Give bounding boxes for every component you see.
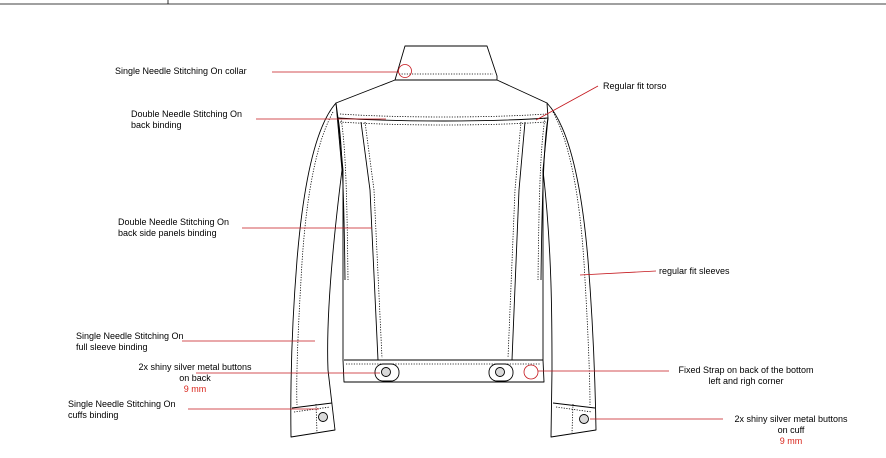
callout-collar: Single Needle Stitching On collar [115, 66, 247, 77]
callout-cuffs-binding-line1: Single Needle Stitching On [68, 399, 176, 409]
right-sleeve [542, 102, 597, 438]
callout-cuffs-binding: Single Needle Stitching On cuffs binding [68, 399, 176, 421]
callout-side-panels-line1: Double Needle Stitching On [118, 217, 230, 227]
right-panel-seam [511, 121, 526, 361]
callout-cuff-buttons: 2x shiny silver metal buttons on cuff 9 … [724, 414, 858, 447]
callout-cuff-buttons-line2: on cuff [777, 425, 805, 435]
callout-back-buttons-line1: 2x shiny silver metal buttons [138, 362, 252, 372]
callout-back-buttons-line2: on back [179, 373, 211, 383]
callout-collar-text: Single Needle Stitching On collar [115, 66, 247, 76]
right-back-button [495, 367, 505, 377]
callout-strap: Fixed Strap on back of the bottom left a… [668, 365, 824, 387]
left-cuff-button [318, 412, 328, 422]
callout-back-binding-line2: back binding [131, 120, 182, 130]
left-cuff-seam [291, 402, 333, 409]
callout-back-binding-line1: Double Needle Stitching On [131, 109, 243, 119]
buttons [318, 367, 589, 424]
jacket-back-drawing [290, 45, 597, 438]
callout-cuff-buttons-line1: 2x shiny silver metal buttons [734, 414, 848, 424]
strap-callout-circle [523, 364, 539, 380]
callout-back-buttons-size: 9 mm [183, 384, 207, 394]
callout-torso: Regular fit torso [603, 81, 667, 92]
callout-side-panels: Double Needle Stitching On back side pan… [118, 217, 229, 239]
left-sleeve [290, 102, 343, 438]
callout-strap-line2: left and righ corner [708, 376, 784, 386]
left-sleeve-stitch [296, 111, 334, 406]
left-cuff-stitch [293, 406, 331, 413]
right-cuff-seam [552, 402, 596, 409]
stitching-lines [293, 73, 593, 434]
callout-sleeves: regular fit sleeves [659, 266, 730, 277]
callout-sleeve-binding-line1: Single Needle Stitching On [76, 331, 184, 341]
callout-sleeve-binding-line2: full sleeve binding [76, 342, 148, 352]
header-frame [0, 0, 886, 5]
callout-sleeve-binding: Single Needle Stitching On full sleeve b… [76, 331, 184, 353]
callout-back-binding: Double Needle Stitching On back binding [131, 109, 242, 131]
callout-side-panels-line2: back side panels binding [118, 228, 217, 238]
left-armhole [337, 117, 346, 281]
callout-back-buttons: 2x shiny silver metal buttons on back 9 … [128, 362, 262, 395]
left-panel-stitch [364, 121, 383, 359]
right-armhole-stitch [537, 117, 546, 281]
callout-lines [182, 64, 723, 420]
left-armhole-stitch [340, 117, 349, 281]
right-panel-stitch [507, 121, 522, 359]
right-cuff-stitch [555, 406, 593, 413]
callout-cuffs-binding-line2: cuffs binding [68, 410, 119, 420]
callout-sleeves-text: regular fit sleeves [659, 266, 730, 276]
callout-cuff-buttons-size: 9 mm [779, 436, 803, 446]
right-sleeve-stitch [552, 111, 591, 406]
left-back-button [381, 367, 391, 377]
collar [394, 45, 498, 81]
right-armhole [540, 117, 549, 281]
right-cuff-vent-stitch [571, 403, 574, 434]
left-cuff-vent-stitch [315, 403, 318, 434]
collar-callout-circle [398, 64, 412, 78]
right-cuff-button [579, 414, 589, 424]
callout-torso-text: Regular fit torso [603, 81, 667, 91]
callout-strap-line1: Fixed Strap on back of the bottom [678, 365, 814, 375]
left-panel-seam [360, 121, 379, 361]
